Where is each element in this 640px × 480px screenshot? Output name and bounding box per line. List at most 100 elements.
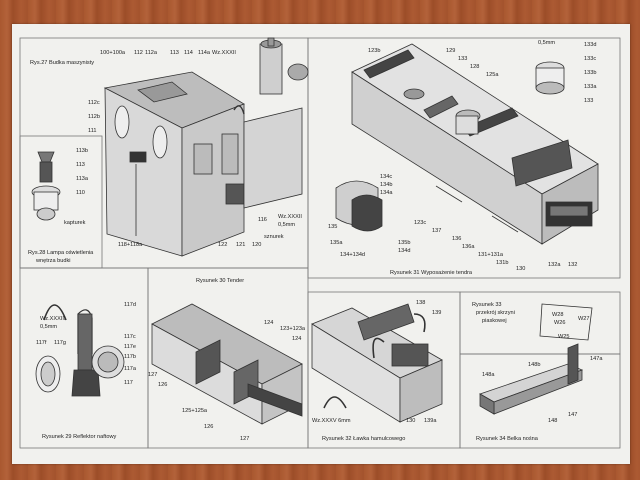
rys27-title: Rys.27 Budka maszynisty bbox=[30, 60, 94, 66]
rys34-labels: 148a 148b 147a 147 148 Rysunek 34 Belka … bbox=[476, 356, 603, 442]
label-0-5mm-31: 0,5mm bbox=[538, 40, 555, 46]
label-120: 120 bbox=[252, 242, 261, 248]
label-147: 147 bbox=[568, 412, 577, 418]
label-136: 136 bbox=[452, 236, 461, 242]
label-w26: W26 bbox=[554, 320, 566, 326]
label-117a: 117a bbox=[124, 366, 137, 372]
label-112: 112 bbox=[134, 50, 143, 56]
label-113a: 113a bbox=[76, 176, 89, 182]
lamp-drawing bbox=[31, 151, 61, 221]
label-123c: 123c bbox=[414, 220, 426, 226]
label-132: 132 bbox=[568, 262, 577, 268]
label-wz-xxxii: Wz.XXXII bbox=[212, 50, 236, 56]
label-116: 116 bbox=[258, 217, 267, 223]
label-125a: 125a bbox=[486, 72, 499, 78]
rys31-labels: 123b 129 133 128 125a 0,5mm 133d 133c 13… bbox=[328, 40, 597, 276]
label-133: 133 bbox=[458, 56, 467, 62]
label-138: 138 bbox=[416, 300, 425, 306]
label-132a: 132a bbox=[548, 262, 561, 268]
label-133b: 133b bbox=[584, 70, 596, 76]
label-0-5mm-29: 0,5mm bbox=[40, 324, 57, 330]
label-117e: 117e bbox=[124, 344, 136, 350]
rys33-title-line2: przekrój skrzyni bbox=[476, 310, 515, 316]
label-114a: 114a bbox=[198, 50, 211, 56]
label-148a: 148a bbox=[482, 372, 495, 378]
label-147a: 147a bbox=[590, 356, 603, 362]
label-126-b: 126 bbox=[204, 424, 213, 430]
label-117b: 117b bbox=[124, 354, 136, 360]
label-129: 129 bbox=[446, 48, 455, 54]
label-133a: 133a bbox=[584, 84, 597, 90]
label-110: 110 bbox=[76, 190, 85, 196]
label-123b: 123b bbox=[368, 48, 380, 54]
rys30-labels: Rysunek 30 Tender 124 123+123a 124 127 1… bbox=[148, 278, 306, 442]
rys27-labels: Rys.27 Budka maszynisty 100+100a 112 112… bbox=[30, 50, 302, 248]
carrying-beam-drawing bbox=[479, 343, 584, 415]
label-131-131a: 131+131a bbox=[478, 252, 504, 258]
label-139: 139 bbox=[432, 310, 441, 316]
label-w28: W28 bbox=[552, 312, 564, 318]
panel-rys28-frame bbox=[19, 135, 103, 269]
label-117: 117 bbox=[124, 380, 133, 386]
label-sznurek: sznurek bbox=[264, 234, 284, 240]
label-112b: 112b bbox=[88, 114, 100, 120]
label-124: 124 bbox=[264, 320, 273, 326]
label-134b: 134b bbox=[380, 182, 392, 188]
rys33-title-line3: piaskowej bbox=[482, 318, 507, 324]
label-117c: 117c bbox=[124, 334, 136, 340]
rys32-labels: 138 139 Wz.XXXV 6mm 130 139a Rysunek 32 … bbox=[312, 300, 441, 442]
label-w25: W25 bbox=[558, 334, 570, 340]
rys34-title: Rysunek 34 Belka nośna bbox=[476, 436, 539, 442]
label-117f: 117f bbox=[36, 340, 47, 346]
label-137: 137 bbox=[432, 228, 441, 234]
label-139a: 139a bbox=[424, 418, 437, 424]
label-131b: 131b bbox=[496, 260, 508, 266]
label-111: 111 bbox=[88, 128, 97, 134]
rys31-title: Rysunek 31 Wyposażenie tendra bbox=[390, 270, 473, 276]
label-135a: 135a bbox=[330, 240, 343, 246]
rys33-labels: Rysunek 33 przekrój skrzyni piaskowej W2… bbox=[472, 302, 590, 340]
label-w27: W27 bbox=[578, 316, 590, 322]
label-133c: 133c bbox=[584, 56, 596, 62]
label-100-100a: 100+100a bbox=[100, 50, 126, 56]
rys32-title: Rysunek 32 Ławka hamulcowego bbox=[322, 436, 405, 442]
tender-drawing bbox=[151, 303, 303, 425]
headlamp-drawing bbox=[35, 304, 125, 397]
label-135: 135 bbox=[328, 224, 337, 230]
label-kapturek: kapturek bbox=[64, 220, 86, 226]
panel-rys34-frame bbox=[459, 353, 621, 449]
instruction-sheet: Rys.27 Budka maszynisty 100+100a 112 112… bbox=[12, 24, 630, 464]
label-124-b: 124 bbox=[292, 336, 301, 342]
label-125-125a: 125+125a bbox=[182, 408, 208, 414]
label-123-123a: 123+123a bbox=[280, 326, 306, 332]
label-wz-xxxii-2: Wz.XXXII bbox=[278, 214, 302, 220]
label-134-134d: 134+134d bbox=[340, 252, 365, 258]
rys28-title-line1: Rys.28 Lampa oświetlenia bbox=[28, 250, 94, 256]
label-134a: 134a bbox=[380, 190, 393, 196]
rys30-title: Rysunek 30 Tender bbox=[196, 278, 244, 284]
label-127-b: 127 bbox=[240, 436, 249, 442]
rys29-labels: Wz.XXXIII 0,5mm 117d 117f 117g 117c 117e… bbox=[36, 302, 137, 440]
label-113: 113 bbox=[170, 50, 179, 56]
label-118-118a: 118+118a bbox=[118, 242, 143, 248]
cab-drawing bbox=[103, 37, 309, 257]
label-128: 128 bbox=[470, 64, 479, 70]
sandbox-section-drawing bbox=[539, 303, 593, 341]
label-133d: 133d bbox=[584, 42, 596, 48]
panel-rys31-frame bbox=[307, 37, 621, 279]
label-117d: 117d bbox=[124, 302, 136, 308]
label-148: 148 bbox=[548, 418, 557, 424]
label-114: 114 bbox=[184, 50, 193, 56]
label-wz-xxxiii: Wz.XXXIII bbox=[40, 316, 66, 322]
label-113b: 113b bbox=[76, 148, 88, 154]
rys28-labels: 113b 113 113a 110 kapturek Rys.28 Lampa … bbox=[28, 148, 94, 264]
brake-bench-drawing bbox=[311, 303, 443, 423]
label-136a: 136a bbox=[462, 244, 475, 250]
label-113: 113 bbox=[76, 162, 85, 168]
label-127: 127 bbox=[148, 372, 157, 378]
tender-equipment-drawing bbox=[335, 43, 599, 245]
label-134c: 134c bbox=[380, 174, 392, 180]
label-148b: 148b bbox=[528, 362, 540, 368]
label-wz-xxxv: Wz.XXXV 6mm bbox=[312, 418, 351, 424]
label-133-e: 133 bbox=[584, 98, 593, 104]
